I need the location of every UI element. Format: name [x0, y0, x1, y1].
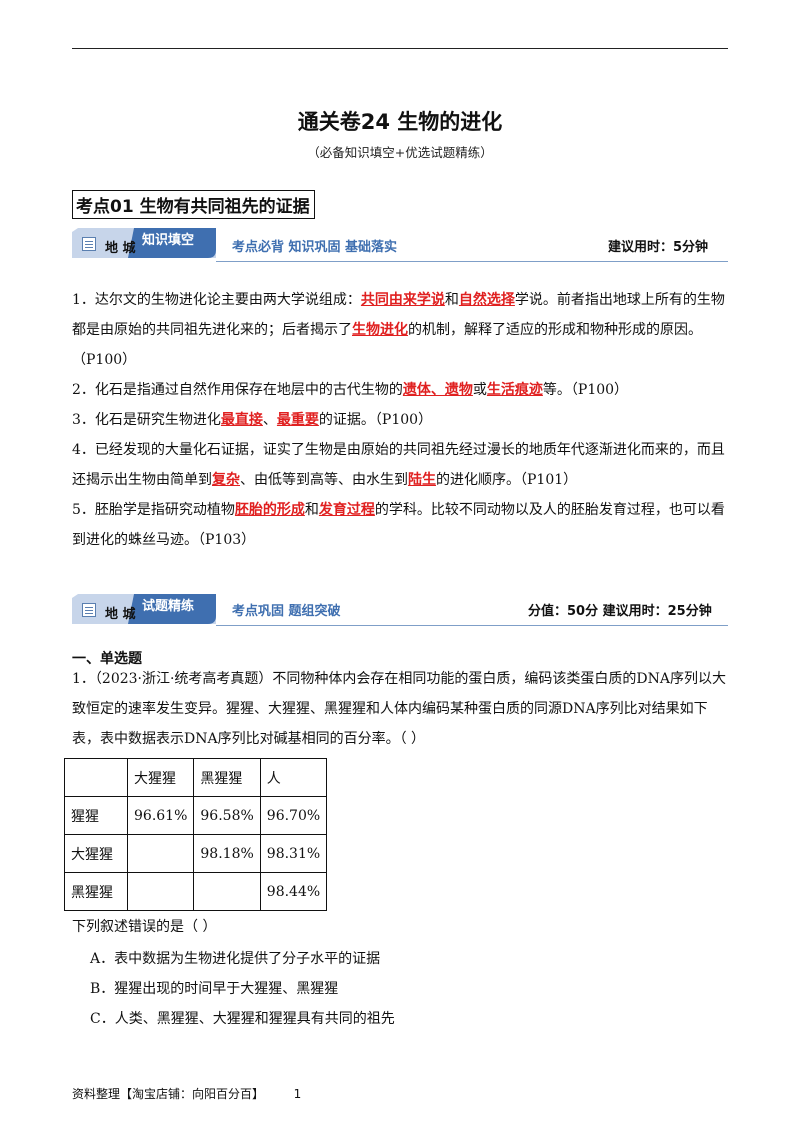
banner-tab-shape: [72, 594, 216, 624]
answer-text: 陆生: [408, 472, 436, 488]
fill-item-4: 4．已经发现的大量化石证据，证实了生物是由原始的共同祖先经过漫长的地质年代逐渐进…: [72, 442, 725, 488]
answer-text: 胚胎的形成: [234, 502, 305, 518]
table-cell: [64, 758, 128, 797]
table-row: 大猩猩 98.18% 98.31%: [64, 834, 328, 873]
banner-tab-shape: [72, 228, 216, 258]
answer-text: 复杂: [212, 472, 240, 488]
fill-item-5: 5．胚胎学是指研究动植物胚胎的形成和发育过程的学科。比较不同动物以及人的胚胎发育…: [72, 502, 725, 548]
banner-diyu: 地 城: [105, 241, 136, 256]
doc-title: 通关卷24 生物的进化: [297, 110, 503, 134]
footer-text: 资料整理【淘宝店铺：向阳百分百】: [72, 1087, 265, 1101]
banner-tab-label: 知识填空: [142, 233, 195, 248]
fill-item-3: 3．化石是研究生物进化最直接、最重要的证据。（P100）: [72, 412, 433, 428]
fill-item-2: 2．化石是指通过自然作用保存在地层中的古代生物的遗体、遗物或生活痕迹等。（P10…: [72, 382, 629, 398]
table-cell: [126, 834, 195, 873]
question-prompt: 下列叙述错误的是（ ）: [72, 919, 217, 935]
question-stem: 1．（2023·浙江·统考高考真题）不同物种体内会存在相同功能的蛋白质，编码该类…: [72, 671, 727, 747]
banner-rule: [216, 625, 728, 626]
book-icon: [82, 603, 96, 617]
banner-subtitle: 考点必背 知识巩固 基础落实: [232, 240, 398, 255]
doc-subtitle: （必备知识填空+优选试题精练）: [307, 145, 493, 160]
header-rule: [72, 48, 728, 49]
table-cell: [126, 872, 195, 911]
answer-text: 生活痕迹: [486, 382, 543, 398]
dna-comparison-table: 大猩猩 黑猩猩 人 猩猩 96.61% 96.58% 96.70% 大猩猩 98…: [64, 758, 328, 911]
score-and-time: 分值：50分 建议用时：25分钟: [528, 604, 712, 619]
answer-text: 遗体、遗物: [402, 382, 473, 398]
banner-tab-label: 试题精练: [142, 599, 195, 614]
table-cell: 大猩猩: [64, 834, 128, 873]
table-row: 猩猩 96.61% 96.58% 96.70%: [64, 796, 328, 835]
table-row: 黑猩猩 98.44%: [64, 872, 328, 911]
answer-text: 最直接: [220, 412, 263, 428]
table-cell: 96.70%: [259, 796, 328, 835]
answer-text: 最重要: [276, 412, 319, 428]
answer-text: 自然选择: [458, 292, 515, 308]
table-row: 大猩猩 黑猩猩 人: [64, 758, 328, 797]
suggested-time: 建议用时：5分钟: [608, 240, 709, 255]
table-cell: 人: [259, 758, 328, 797]
option-c: C．人类、黑猩猩、大猩猩和猩猩具有共同的祖先: [90, 1011, 395, 1027]
answer-text: 发育过程: [318, 502, 375, 518]
kaodian-heading: 考点01 生物有共同祖先的证据: [72, 190, 315, 219]
book-icon: [82, 237, 96, 251]
banner-diyu: 地 城: [105, 607, 136, 622]
table-cell: 96.58%: [193, 796, 261, 835]
table-cell: 98.44%: [259, 872, 328, 911]
answer-text: 共同由来学说: [360, 292, 445, 308]
footer: 资料整理【淘宝店铺：向阳百分百】 1: [72, 1085, 301, 1102]
banner-rule: [216, 261, 728, 262]
table-cell: 96.61%: [126, 796, 195, 835]
table-cell: 黑猩猩: [193, 758, 261, 797]
table-cell: 98.18%: [193, 834, 261, 873]
option-a: A．表中数据为生物进化提供了分子水平的证据: [90, 951, 381, 967]
fill-item-1: 1．达尔文的生物进化论主要由两大学说组成：共同由来学说和自然选择学说。前者指出地…: [72, 292, 725, 368]
page-number: 1: [293, 1087, 302, 1101]
table-cell: 大猩猩: [126, 758, 195, 797]
table-cell: 黑猩猩: [64, 872, 128, 911]
table-cell: [193, 872, 261, 911]
banner-knowledge: 地 城 知识填空: [72, 228, 216, 258]
section-title: 一、单选题: [72, 651, 142, 667]
banner-subtitle: 考点巩固 题组突破: [232, 604, 341, 619]
banner-practice: 地 城 试题精练: [72, 594, 216, 624]
table-cell: 猩猩: [64, 796, 128, 835]
answer-text: 生物进化: [352, 322, 408, 338]
option-b: B．猩猩出现的时间早于大猩猩、黑猩猩: [90, 981, 339, 997]
table-cell: 98.31%: [259, 834, 328, 873]
